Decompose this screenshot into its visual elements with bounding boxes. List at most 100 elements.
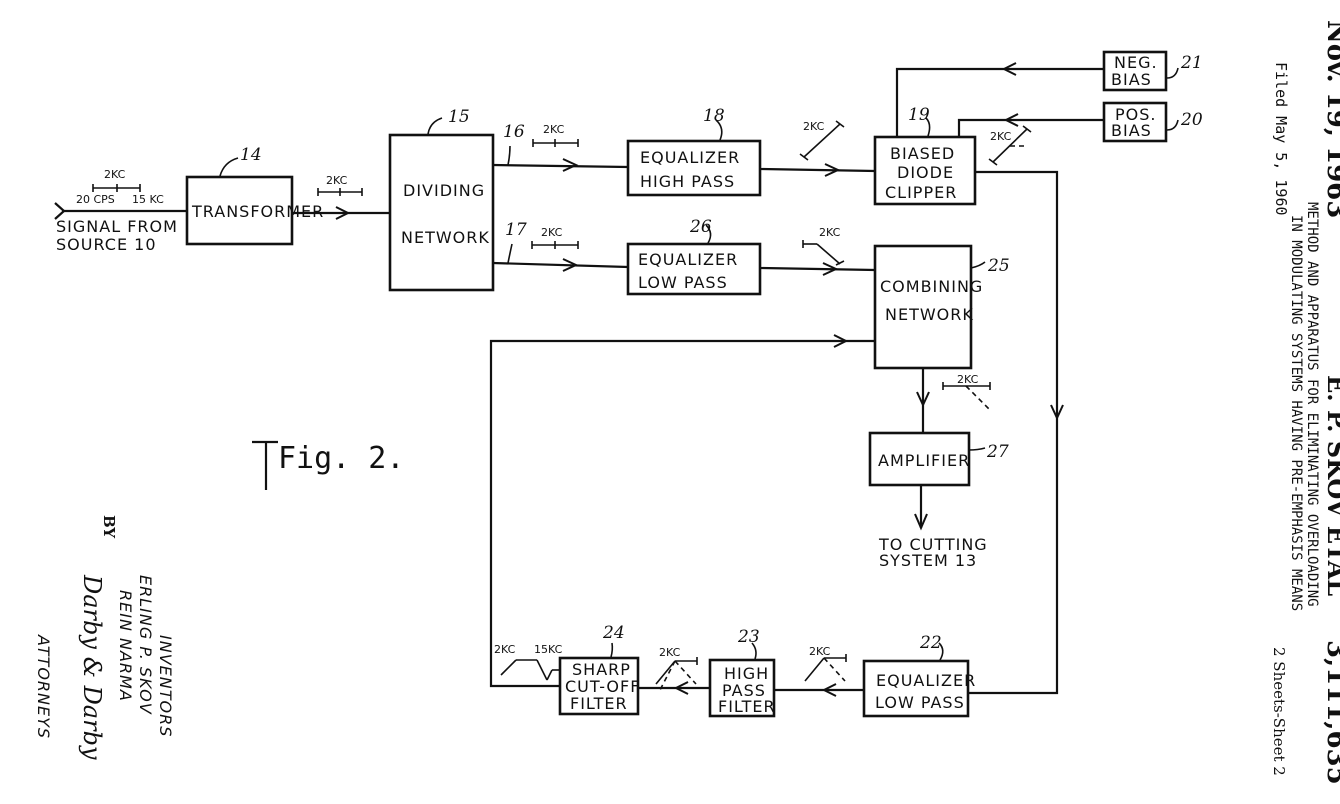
arrow-icon <box>1003 113 1019 127</box>
freq-mark-falling: 2KC <box>802 226 845 266</box>
arrow-icon <box>1001 62 1017 76</box>
arrow-icon <box>1050 404 1064 421</box>
freq-mark-label: 2KC <box>957 373 979 386</box>
input-label-line2: SOURCE 10 <box>56 235 157 254</box>
pos-bias-block: POS. BIAS 20 <box>1102 101 1203 143</box>
attorneys-label: ATTORNEYS <box>34 634 53 739</box>
equalizer-low-pass-top-line1: EQUALIZER <box>638 250 738 269</box>
neg-bias-block: NEG. BIAS 21 <box>1102 50 1203 92</box>
amplifier-ref: 27 <box>986 442 1009 462</box>
combining-network-ref: 25 <box>987 256 1010 276</box>
neg-bias-line1: NEG. <box>1114 53 1158 72</box>
amplifier-block: AMPLIFIER 27 <box>868 431 1009 487</box>
arrow-icon <box>562 158 579 172</box>
transformer-block: TRANSFORMER 14 <box>185 145 324 246</box>
dividing-network-line2: NETWORK <box>401 228 490 247</box>
wire-neg-bias <box>895 67 1104 137</box>
dividing-network-line1: DIVIDING <box>403 181 485 200</box>
freq-mark-label: 2KC <box>990 130 1012 143</box>
high-pass-filter-line1: HIGH <box>724 664 769 683</box>
freq-mark-label: 2KC <box>543 123 565 136</box>
dividing-network-ref: 15 <box>448 107 470 127</box>
clipper-ref: 19 <box>908 105 930 125</box>
sharp-filter-line2: CUT-OFF <box>565 677 640 696</box>
sharp-filter-line1: SHARP <box>572 660 631 679</box>
inventors-heading: INVENTORS <box>156 635 175 737</box>
wire-clipper-to-eq-lp <box>968 170 1059 695</box>
combining-network-block: COMBINING NETWORK 25 <box>873 244 1010 370</box>
equalizer-low-pass-top-line2: LOW PASS <box>638 273 728 292</box>
wire-eq-lp-to-combiner <box>759 266 876 272</box>
sharp-filter-ref: 24 <box>602 623 625 643</box>
freq-mark-falling: 2KC <box>942 373 991 411</box>
arrow-icon <box>673 681 689 695</box>
pos-bias-ref: 20 <box>1180 110 1203 130</box>
figure-label: Fig. 2. <box>252 440 404 490</box>
pos-bias-line2: BIAS <box>1111 121 1152 140</box>
equalizer-low-pass-bottom-ref: 22 <box>919 633 942 653</box>
input-label-line1: SIGNAL FROM <box>56 217 178 236</box>
arrow-icon <box>916 391 930 408</box>
freq-mark-label: 2KC <box>803 120 825 133</box>
patent-filed-date: Filed May 5, 1960 <box>1272 62 1290 216</box>
pos-bias-line1: POS. <box>1115 105 1156 124</box>
wire-pos-bias <box>957 118 1104 137</box>
equalizer-low-pass-top-ref: 26 <box>689 217 712 237</box>
clipper-line1: BIASED <box>890 144 955 163</box>
high-pass-filter-line2: PASS <box>722 681 766 700</box>
freq-mark-label: 2KC <box>659 646 681 659</box>
arrow-icon <box>824 163 841 177</box>
sharp-cutoff-filter-block: SHARP CUT-OFF FILTER 24 <box>558 623 640 716</box>
clipper-line3: CLIPPER <box>885 183 957 202</box>
patent-number: 3,111,635 <box>1321 640 1340 785</box>
freq-mark-label: 2KC <box>541 226 563 239</box>
equalizer-low-pass-bottom-block: EQUALIZER LOW PASS 22 <box>862 633 976 718</box>
equalizer-high-pass-line2: HIGH PASS <box>640 172 735 191</box>
figure-label-text: Fig. 2. <box>278 441 404 476</box>
freq-mark-flat: 2KC <box>531 226 579 249</box>
high-pass-filter-ref: 23 <box>737 627 760 647</box>
patent-title-line1: METHOD AND APPARATUS FOR ELIMINATING OVE… <box>1304 202 1320 607</box>
clipper-line2: DIODE <box>897 163 954 182</box>
neg-bias-line2: BIAS <box>1111 70 1152 89</box>
arrow-icon <box>833 334 849 348</box>
input-freq-high: 15 KC <box>132 193 164 206</box>
inventor-name-1: ERLING P. SKOV <box>136 575 155 715</box>
arrow-icon <box>821 683 837 697</box>
freq-mark-cutoff: 2KC 15KC <box>494 643 563 681</box>
equalizer-low-pass-bottom-line1: EQUALIZER <box>876 671 976 690</box>
transformer-label: TRANSFORMER <box>191 202 324 221</box>
sharp-filter-line3: FILTER <box>570 694 628 713</box>
biased-diode-clipper-block: BIASED DIODE CLIPPER 19 <box>873 105 977 206</box>
freq-mark-label: 15KC <box>534 643 563 656</box>
equalizer-low-pass-top-block: EQUALIZER LOW PASS 26 <box>626 217 762 296</box>
patent-inventor: E. P. SKOV ETAL <box>1322 375 1340 596</box>
freq-mark-label: 2KC <box>494 643 516 656</box>
inventor-name-2: REIN NARMA <box>116 590 135 702</box>
freq-mark-flat: 2KC <box>317 174 363 196</box>
output-label-line1: TO CUTTING <box>878 535 988 554</box>
patent-sheets: 2 Sheets-Sheet 2 <box>1270 647 1288 776</box>
high-pass-filter-line3: FILTER <box>718 697 776 716</box>
arrow-icon <box>335 206 351 220</box>
wire-17 <box>492 261 629 269</box>
freq-mark-peak: 2KC <box>655 646 698 691</box>
equalizer-high-pass-line1: EQUALIZER <box>640 148 740 167</box>
high-pass-filter-block: HIGH PASS FILTER 23 <box>708 627 776 718</box>
input-freq-mid: 2KC <box>104 168 126 181</box>
wire-eq-hp-to-clipper <box>759 167 876 173</box>
arrow-icon <box>822 262 839 276</box>
patent-header: Nov. 19, 1963 E. P. SKOV ETAL 3,111,635 … <box>1270 20 1340 785</box>
wire-feedback-to-combiner <box>489 339 875 688</box>
inventors-block: INVENTORS ERLING P. SKOV REIN NARMA BY D… <box>34 515 175 760</box>
freq-mark-rising: 2KC <box>799 120 845 161</box>
arrow-down-icon <box>914 513 928 531</box>
amplifier-label: AMPLIFIER <box>878 451 970 470</box>
patent-date: Nov. 19, 1963 <box>1321 20 1340 218</box>
combining-network-line2: NETWORK <box>885 305 974 324</box>
equalizer-low-pass-bottom-line2: LOW PASS <box>875 693 965 712</box>
wire-16 <box>492 163 629 169</box>
arrow-icon <box>562 258 579 272</box>
freq-mark-flat: 2KC <box>532 123 579 147</box>
